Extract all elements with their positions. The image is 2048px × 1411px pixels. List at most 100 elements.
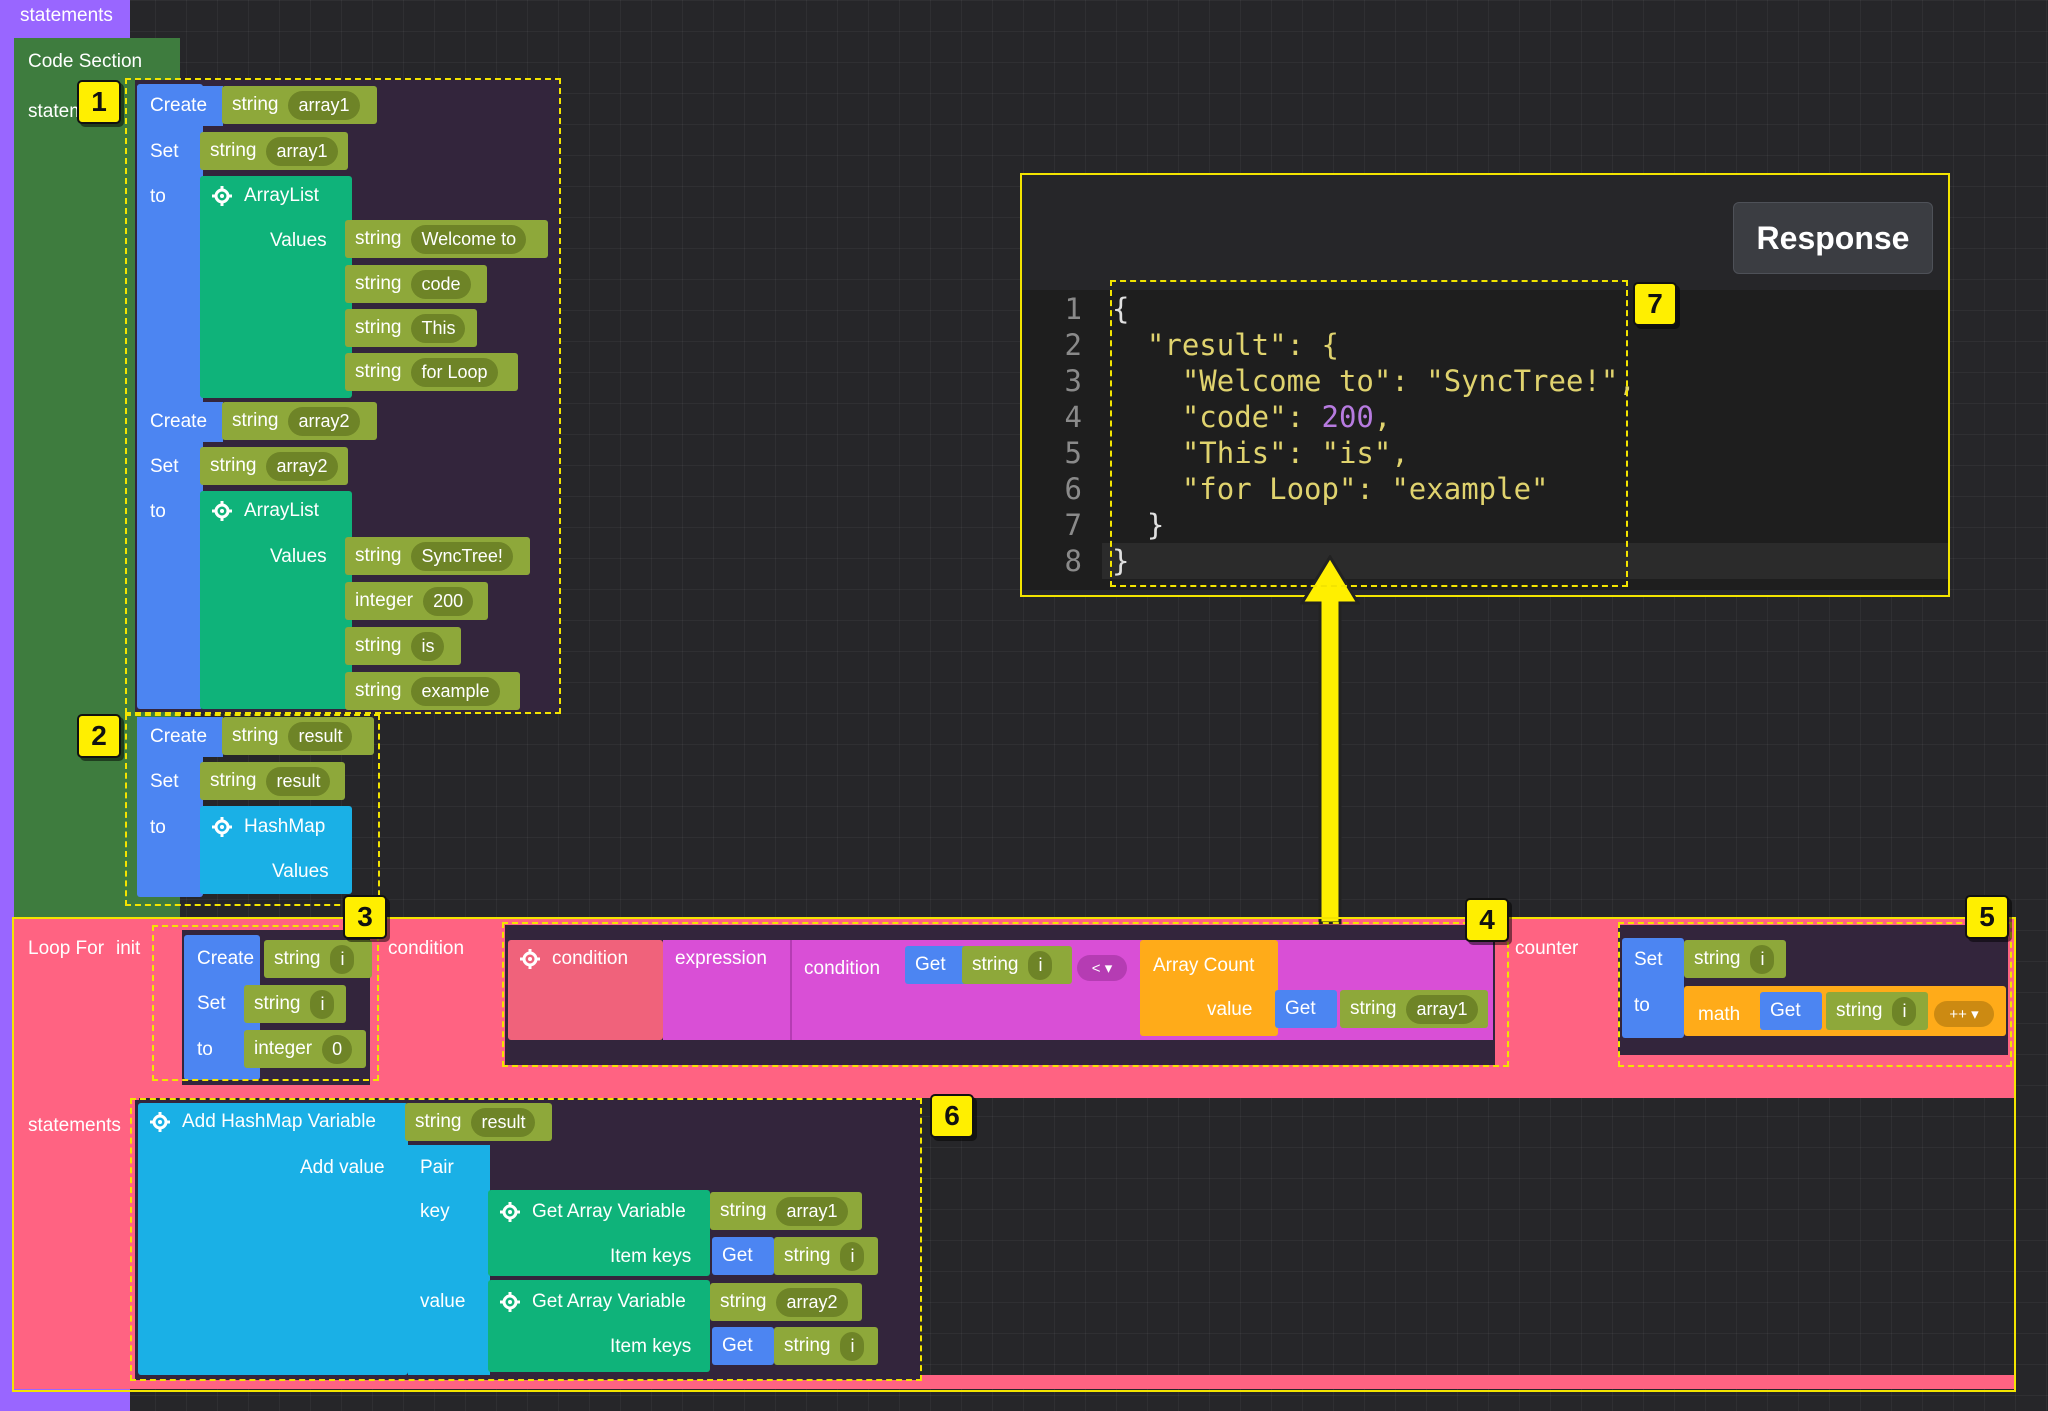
code-editor[interactable]: [1022, 290, 1948, 590]
get-array-variable-block-2[interactable]: [488, 1280, 710, 1372]
highlight-box-6: [130, 1098, 922, 1381]
array-count-block[interactable]: [1140, 940, 1278, 1036]
highlight-box-2: [125, 714, 380, 906]
loop-condition-label: condition: [388, 938, 465, 959]
math-label: math: [1698, 1004, 1741, 1025]
key-label: key: [420, 1201, 450, 1222]
code-line: 3 "Welcome to": "SyncTree!",: [1064, 364, 1636, 398]
item-keys-label-1: Item keys: [610, 1246, 692, 1267]
code-line: 5 "This": "is",: [1064, 436, 1409, 470]
pair-label: Pair: [420, 1157, 454, 1178]
condition-block[interactable]: [508, 940, 663, 1040]
code-lines: 1{ 2 "result": { 3 "Welcome to": "SyncTr…: [1022, 291, 1948, 591]
highlight-box-4: [502, 922, 1509, 1067]
add-hashmap-label: Add HashMap Variable: [150, 1112, 376, 1132]
badge-6: 6: [930, 1094, 974, 1138]
pair-block[interactable]: [408, 1145, 490, 1375]
init-set-label: Set: [197, 993, 226, 1014]
response-button[interactable]: Response: [1733, 202, 1933, 274]
block2-create-bar[interactable]: [137, 717, 223, 757]
item-keys-get-1[interactable]: Get: [712, 1237, 774, 1275]
counter-to-label: to: [1634, 995, 1650, 1016]
badge-3: 3: [343, 895, 387, 939]
gear-icon: [212, 817, 232, 837]
counter-get-pill[interactable]: Get: [1760, 992, 1822, 1030]
set-label: Set: [150, 141, 179, 162]
item-keys-get-2[interactable]: Get: [712, 1327, 774, 1365]
inner-condition-label: condition: [804, 958, 881, 979]
loop-counter-label: counter: [1515, 938, 1579, 959]
hashmap-label: HashMap: [212, 817, 325, 837]
value-label: value: [420, 1291, 466, 1312]
hashmap-values-label: Values: [272, 861, 329, 882]
arraylist-label-1: ArrayList: [212, 186, 319, 206]
create-label: Create: [150, 726, 208, 747]
block1-create-bar[interactable]: [137, 86, 223, 126]
expression-label: expression: [675, 948, 767, 969]
create-label: Create: [150, 95, 208, 116]
block1-blue-rail[interactable]: [137, 84, 203, 709]
loop-highlight-frame: [12, 917, 2016, 1392]
badge-5: 5: [1965, 895, 2009, 939]
arrow-up-icon: [1300, 555, 1360, 925]
code-line: 4 "code": 200,: [1064, 400, 1392, 434]
condition-block-label: condition: [520, 949, 628, 969]
block1-create2-bar[interactable]: [137, 402, 223, 442]
code-line: 1{: [1064, 292, 1130, 326]
gear-icon: [150, 1112, 170, 1132]
gear-icon: [520, 949, 540, 969]
code-line: 7 }: [1064, 508, 1165, 542]
code-line: 2 "result": {: [1064, 328, 1339, 362]
badge-4: 4: [1465, 898, 1509, 942]
item-keys-label-2: Item keys: [610, 1336, 692, 1357]
highlight-box-3: [152, 925, 379, 1081]
badge-1: 1: [77, 80, 121, 124]
loop-for-block-body: [14, 1098, 139, 1388]
arraylist-block-2[interactable]: [200, 491, 352, 709]
highlight-box-5: [1618, 922, 2012, 1067]
create-label: Create: [150, 411, 208, 432]
add-hashmap-block[interactable]: [138, 1103, 408, 1375]
array-count-value-label: value: [1207, 999, 1253, 1020]
code-line: 6 "for Loop": "example": [1064, 472, 1549, 506]
init-to-label: to: [197, 1039, 213, 1060]
arraylist-block-1[interactable]: [200, 176, 352, 398]
operator-dropdown[interactable]: < ▾: [1077, 955, 1127, 981]
get-i-pill[interactable]: Get: [905, 946, 967, 984]
gear-icon: [500, 1202, 520, 1222]
highlight-box-7: [1110, 280, 1628, 587]
gear-icon: [212, 501, 232, 521]
get-array-variable-block-1[interactable]: [488, 1190, 710, 1276]
get-array1-pill[interactable]: Get: [1275, 990, 1337, 1028]
increment-dropdown[interactable]: ++ ▾: [1934, 1001, 1994, 1027]
loop-init-label: init: [116, 938, 141, 959]
counter-blue-block[interactable]: [1622, 938, 1684, 1038]
response-panel: Response 1{ 2 "result": { 3 "Welcome to"…: [1020, 173, 1950, 597]
